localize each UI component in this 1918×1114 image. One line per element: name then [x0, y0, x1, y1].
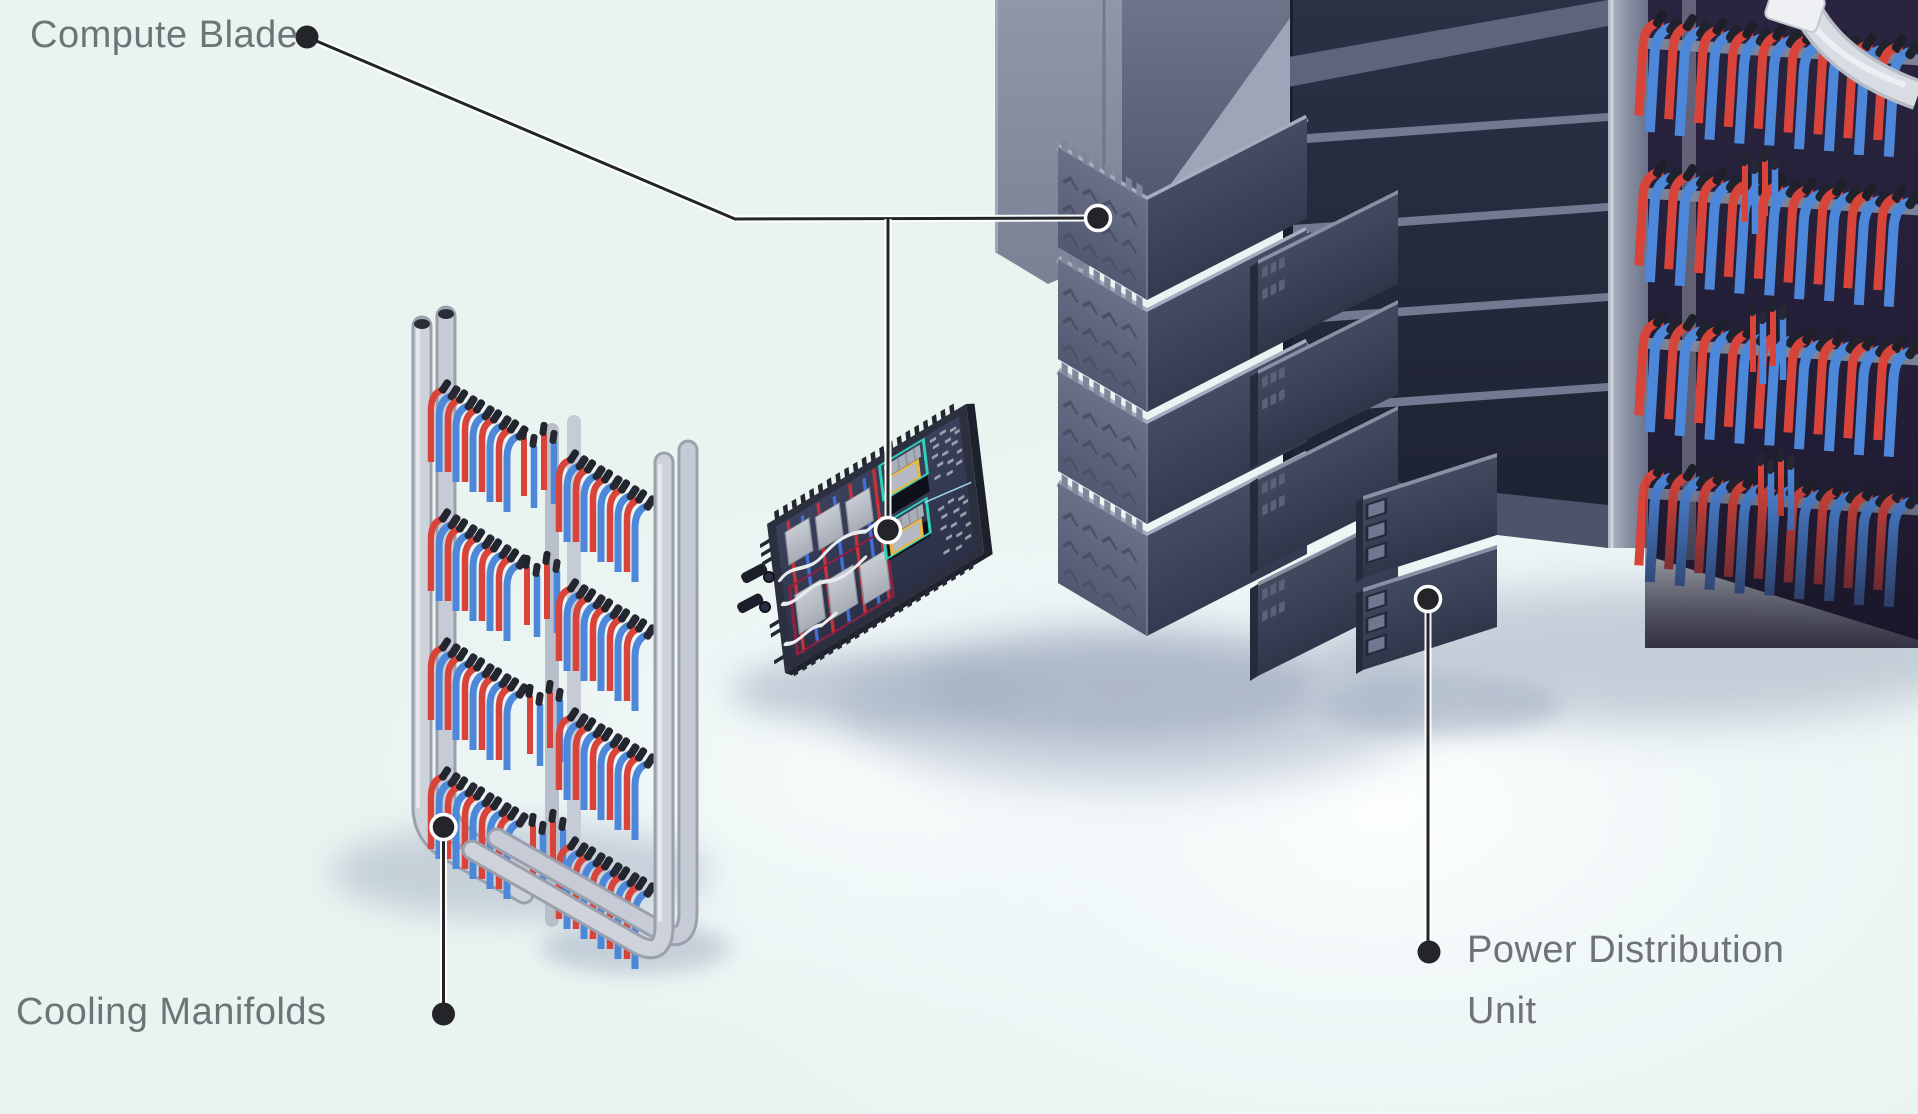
compute-blade-stack-dot [1083, 203, 1113, 233]
label-compute-blade: Compute Blade [30, 14, 299, 56]
pcb-edge-knob [759, 601, 771, 613]
supply-cable [1764, 0, 1918, 110]
compute-blade-label-dot [295, 25, 319, 49]
rack-cable-section [1637, 0, 1918, 648]
pdu-box [1356, 452, 1498, 582]
callout-lines [295, 25, 1443, 1026]
blade [1250, 406, 1398, 575]
cooling-manifolds-label-dot [432, 1002, 455, 1026]
blade [1250, 300, 1398, 469]
pdu-label-dot [1417, 940, 1441, 964]
label-cooling-manifolds: Cooling Manifolds [16, 991, 327, 1033]
secondary-blade-stack [1250, 190, 1398, 681]
pcb-edge-knob [763, 571, 775, 583]
cooling-manifolds-target-dot [429, 812, 458, 842]
label-power-distribution-line2: Unit [1467, 990, 1537, 1032]
pcb-connector-prong [737, 593, 764, 614]
pdu-target-dot [1413, 584, 1443, 614]
pcb-connector-prong [741, 563, 768, 584]
compute-blade-callout-line [306, 35, 1099, 221]
blade [1250, 190, 1398, 359]
server-rack [1283, 0, 1918, 648]
manifold-rails-front [461, 439, 699, 960]
cooling-manifold-assembly [411, 305, 699, 969]
compute-blade-pcb-dot [873, 515, 903, 545]
label-power-distribution-line1: Power Distribution [1467, 929, 1785, 971]
